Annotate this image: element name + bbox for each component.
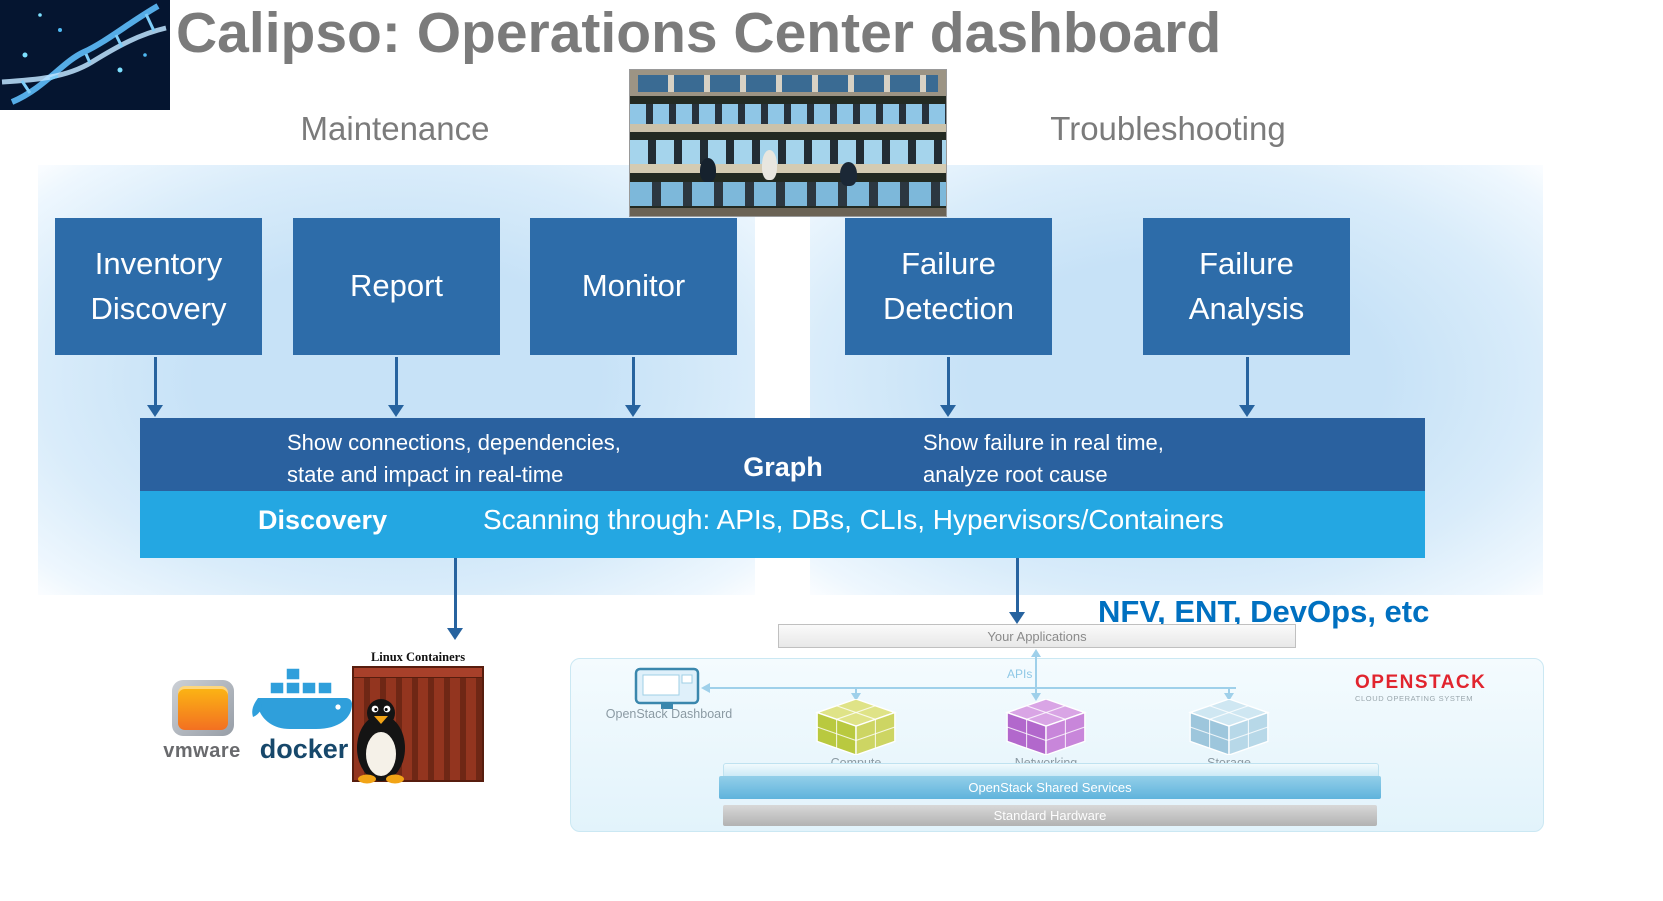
api-arrow-networking bbox=[1031, 693, 1041, 701]
arrow-up-to-applications bbox=[1031, 649, 1041, 657]
box-failure-analysis: Failure Analysis bbox=[1143, 218, 1350, 355]
operations-center-photo bbox=[630, 70, 946, 216]
compute-cube-icon bbox=[815, 699, 897, 755]
arrow-inventory-to-graph bbox=[147, 357, 163, 417]
arrow-report-to-graph bbox=[388, 357, 404, 417]
dna-image bbox=[0, 0, 170, 110]
standard-hardware-bar: Standard Hardware bbox=[723, 805, 1377, 826]
docker-whale-icon bbox=[252, 667, 352, 729]
maintenance-label: Maintenance bbox=[300, 110, 490, 147]
shared-services-bar: OpenStack Shared Services bbox=[719, 776, 1381, 799]
box-label: Failure Detection bbox=[883, 245, 1014, 326]
arrow-discovery-to-openstack bbox=[1009, 558, 1025, 624]
api-arrow-left bbox=[701, 683, 710, 693]
vmware-label: vmware bbox=[163, 740, 241, 762]
box-inventory-discovery: Inventory Discovery bbox=[55, 218, 262, 355]
openstack-logo-title: OPENSTACK bbox=[1355, 672, 1487, 693]
dashboard-monitor-icon bbox=[634, 667, 700, 709]
arrow-monitor-to-graph bbox=[625, 357, 641, 417]
api-arrow-storage bbox=[1224, 693, 1234, 701]
arrow-analysis-to-graph bbox=[1239, 357, 1255, 417]
graph-bar: Show connections, dependencies, state an… bbox=[140, 418, 1425, 491]
box-label: Inventory Discovery bbox=[90, 245, 227, 326]
box-label: Report bbox=[349, 268, 444, 304]
box-monitor: Monitor bbox=[530, 218, 737, 355]
box-report: Report bbox=[293, 218, 500, 355]
vmware-logo-icon bbox=[172, 680, 234, 736]
openstack-logo: OPENSTACK CLOUD OPERATING SYSTEM bbox=[1355, 673, 1486, 703]
arrow-detection-to-graph bbox=[940, 357, 956, 417]
apis-label: APIs bbox=[1007, 667, 1033, 681]
scanning-text: Scanning through: APIs, DBs, CLIs, Hyper… bbox=[483, 504, 1224, 535]
openstack-panel: OpenStack Dashboard APIs bbox=[570, 649, 1544, 832]
troubleshooting-label: Troubleshooting bbox=[1050, 110, 1286, 147]
linux-containers-label: Linux Containers bbox=[370, 650, 466, 664]
networking-cube-icon bbox=[1005, 699, 1087, 755]
box-label: Failure Analysis bbox=[1188, 245, 1305, 326]
arrow-discovery-to-platforms bbox=[447, 558, 463, 640]
docker-label: docker bbox=[259, 734, 349, 764]
dna-helix-icon bbox=[0, 0, 170, 110]
graph-right-text: Show failure in real time, analyze root … bbox=[923, 430, 1164, 487]
graph-left-text: Show connections, dependencies, state an… bbox=[287, 430, 621, 487]
box-label: Monitor bbox=[581, 268, 686, 304]
discovery-bar: Discovery Scanning through: APIs, DBs, C… bbox=[140, 491, 1425, 558]
box-failure-detection: Failure Detection bbox=[845, 218, 1052, 355]
graph-label: Graph bbox=[743, 452, 823, 482]
api-connector-line bbox=[709, 687, 1236, 689]
openstack-dashboard-label: OpenStack Dashboard bbox=[605, 707, 733, 721]
nfv-label: NFV, ENT, DevOps, etc bbox=[1098, 594, 1430, 629]
apps-connector-line bbox=[1035, 655, 1037, 688]
your-applications-bar: Your Applications bbox=[778, 624, 1296, 648]
page-title: Calipso: Operations Center dashboard bbox=[176, 1, 1222, 65]
discovery-label: Discovery bbox=[258, 505, 388, 535]
api-arrow-compute bbox=[851, 693, 861, 701]
tux-penguin-icon bbox=[357, 699, 405, 784]
storage-cube-icon bbox=[1188, 699, 1270, 755]
openstack-logo-subtitle: CLOUD OPERATING SYSTEM bbox=[1355, 694, 1474, 703]
